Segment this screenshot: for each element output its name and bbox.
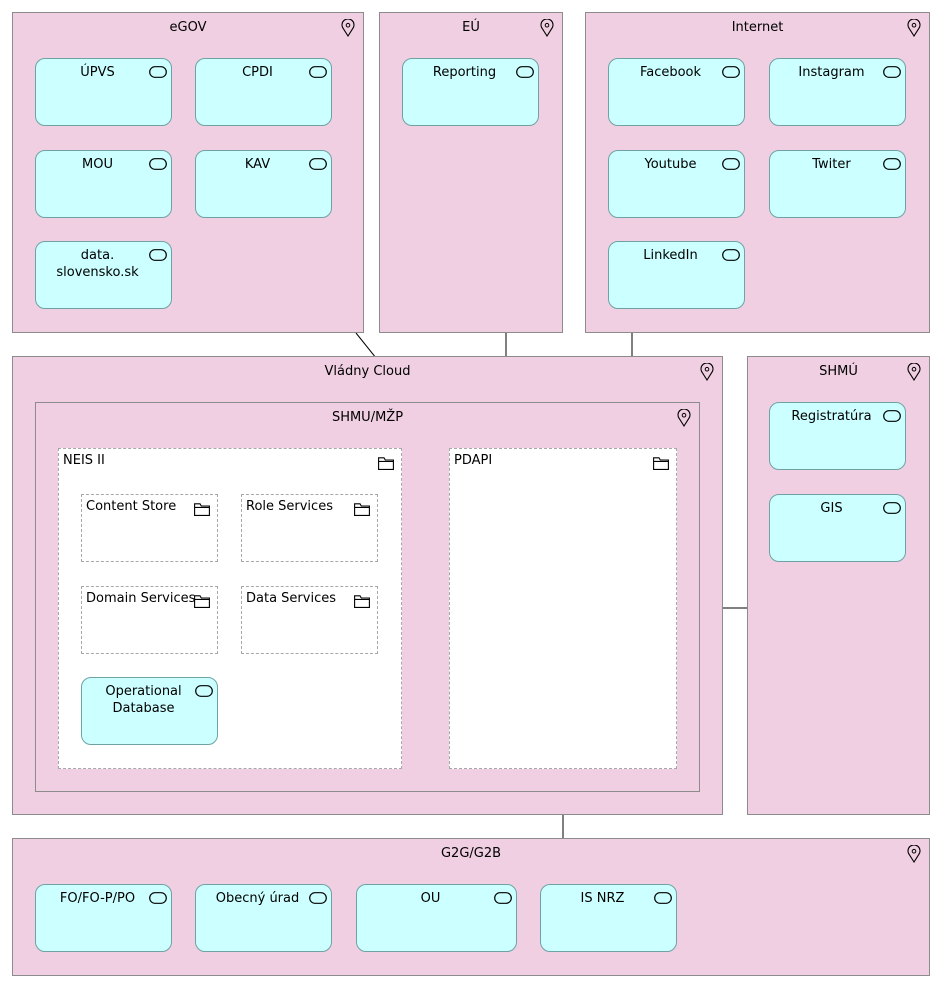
service-icon: [149, 158, 167, 170]
service-icon: [654, 892, 672, 904]
group-title: Domain Services: [86, 591, 196, 606]
service-icon: [883, 66, 901, 78]
service-data-slovensko[interactable]: data. slovensko.sk: [35, 241, 172, 309]
service-label: IS NRZ: [580, 891, 625, 906]
service-operational-database[interactable]: Operational Database: [81, 677, 218, 745]
location-pin-icon: [907, 363, 921, 381]
service-kav[interactable]: KAV: [195, 150, 332, 218]
service-ou[interactable]: OU: [356, 884, 517, 952]
folder-icon: [653, 457, 669, 470]
group-title: PDAPI: [454, 453, 493, 468]
group-title: Content Store: [86, 499, 177, 514]
location-title: G2G/G2B: [440, 846, 502, 861]
group-domain-services[interactable]: Domain Services: [81, 586, 218, 654]
service-label: CPDI: [242, 65, 273, 80]
service-label: data. slovensko.sk: [56, 248, 139, 280]
folder-icon: [354, 503, 370, 516]
service-label: GIS: [820, 501, 843, 516]
service-twiter[interactable]: Twiter: [769, 150, 906, 218]
service-icon: [149, 66, 167, 78]
service-label: Registratúra: [791, 409, 872, 424]
service-label: LinkedIn: [643, 248, 698, 263]
location-title: SHMÚ: [819, 364, 858, 379]
service-icon: [309, 66, 327, 78]
service-icon: [309, 892, 327, 904]
group-title: Role Services: [246, 499, 333, 514]
location-title: SHMU/MŽP: [331, 410, 404, 425]
location-pin-icon: [341, 19, 355, 37]
service-label: Reporting: [432, 65, 497, 80]
service-icon: [883, 158, 901, 170]
location-pin-icon: [540, 19, 554, 37]
service-obecny-urad[interactable]: Obecný úrad: [195, 884, 332, 952]
service-label: Youtube: [644, 157, 697, 172]
location-title: Vládny Cloud: [324, 364, 411, 379]
service-label: MOU: [82, 157, 113, 172]
service-registratura[interactable]: Registratúra: [769, 402, 906, 470]
service-upvs[interactable]: ÚPVS: [35, 58, 172, 126]
location-pin-icon: [677, 409, 691, 427]
group-pdapi[interactable]: PDAPI: [449, 448, 677, 769]
service-label: KAV: [244, 157, 271, 172]
service-icon: [722, 66, 740, 78]
service-label: Twiter: [812, 157, 851, 172]
service-label: OU: [420, 891, 441, 906]
service-icon: [883, 502, 901, 514]
service-fo-fop-po[interactable]: FO/FO-P/PO: [35, 884, 172, 952]
folder-icon: [354, 595, 370, 608]
group-title: NEIS II: [63, 453, 105, 468]
group-data-services[interactable]: Data Services: [241, 586, 378, 654]
location-title: eGOV: [169, 20, 207, 35]
service-label: ÚPVS: [80, 65, 115, 80]
service-label: Operational Database: [105, 684, 182, 716]
location-pin-icon: [907, 845, 921, 863]
service-is-nrz[interactable]: IS NRZ: [540, 884, 677, 952]
service-cpdi[interactable]: CPDI: [195, 58, 332, 126]
service-youtube[interactable]: Youtube: [608, 150, 745, 218]
folder-icon: [378, 457, 394, 470]
group-role-services[interactable]: Role Services: [241, 494, 378, 562]
service-label: FO/FO-P/PO: [59, 891, 136, 906]
service-icon: [149, 249, 167, 261]
service-icon: [309, 158, 327, 170]
service-reporting[interactable]: Reporting: [402, 58, 539, 126]
service-label: Obecný úrad: [215, 891, 300, 906]
location-title: EÚ: [462, 20, 480, 35]
service-icon: [516, 66, 534, 78]
service-linkedin[interactable]: LinkedIn: [608, 241, 745, 309]
service-icon: [494, 892, 512, 904]
group-content-store[interactable]: Content Store: [81, 494, 218, 562]
service-label: Facebook: [639, 65, 702, 80]
service-mou[interactable]: MOU: [35, 150, 172, 218]
location-title: Internet: [731, 20, 784, 35]
service-icon: [722, 158, 740, 170]
service-label: Instagram: [798, 65, 865, 80]
service-gis[interactable]: GIS: [769, 494, 906, 562]
service-icon: [883, 410, 901, 422]
location-pin-icon: [700, 363, 714, 381]
service-icon: [149, 892, 167, 904]
service-facebook[interactable]: Facebook: [608, 58, 745, 126]
service-icon: [722, 249, 740, 261]
location-pin-icon: [907, 19, 921, 37]
service-icon: [195, 685, 213, 697]
folder-icon: [194, 503, 210, 516]
group-title: Data Services: [246, 591, 336, 606]
service-instagram[interactable]: Instagram: [769, 58, 906, 126]
folder-icon: [194, 595, 210, 608]
